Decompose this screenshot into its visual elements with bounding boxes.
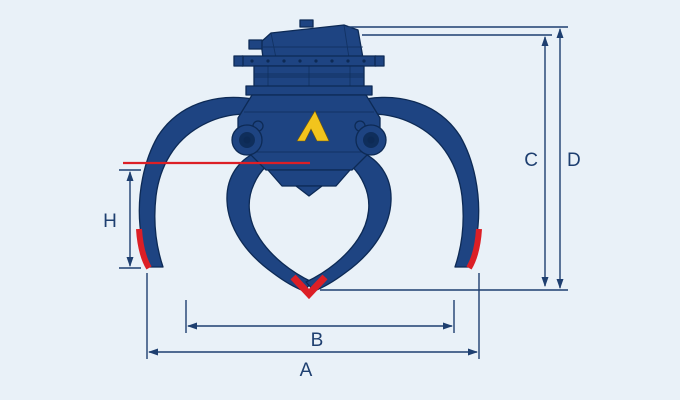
- dimension-D: D: [320, 26, 581, 291]
- dimension-B: B: [185, 300, 455, 351]
- dim-label-a: A: [300, 360, 313, 381]
- rotator-cylinder-seams: [267, 66, 351, 87]
- dim-label-h: H: [103, 211, 117, 232]
- left-tip-wear-plate: [136, 228, 152, 270]
- dimension-H: H: [103, 169, 141, 269]
- center-tip-wear-plate: [290, 274, 328, 300]
- rotator-adapter: [260, 24, 364, 59]
- bottom-bracket-center: [295, 185, 323, 197]
- mount-flange-right-ear: [374, 55, 385, 67]
- brand-logo: [296, 110, 330, 142]
- dimension-A: A: [146, 273, 480, 381]
- dim-label-b: B: [311, 330, 324, 351]
- left-hub: [231, 124, 263, 156]
- grapple-machine: [136, 19, 482, 300]
- right-tip-wear-plate: [466, 228, 482, 270]
- rotator-adapter-lines: [263, 24, 363, 59]
- lower-flange: [245, 85, 373, 96]
- rotator-side-tab: [248, 39, 263, 50]
- flange-bolts: [250, 59, 366, 63]
- bottom-bracket: [267, 169, 351, 187]
- dimension-C: C: [362, 34, 552, 287]
- mount-flange-left-ear: [233, 55, 244, 67]
- rotator-top-bump: [299, 19, 314, 28]
- right-hub: [355, 124, 387, 156]
- mount-flange: [241, 55, 377, 67]
- dim-label-c: C: [524, 150, 538, 171]
- dim-label-d: D: [567, 150, 581, 171]
- dimension-annotations: H C D B A: [103, 26, 581, 381]
